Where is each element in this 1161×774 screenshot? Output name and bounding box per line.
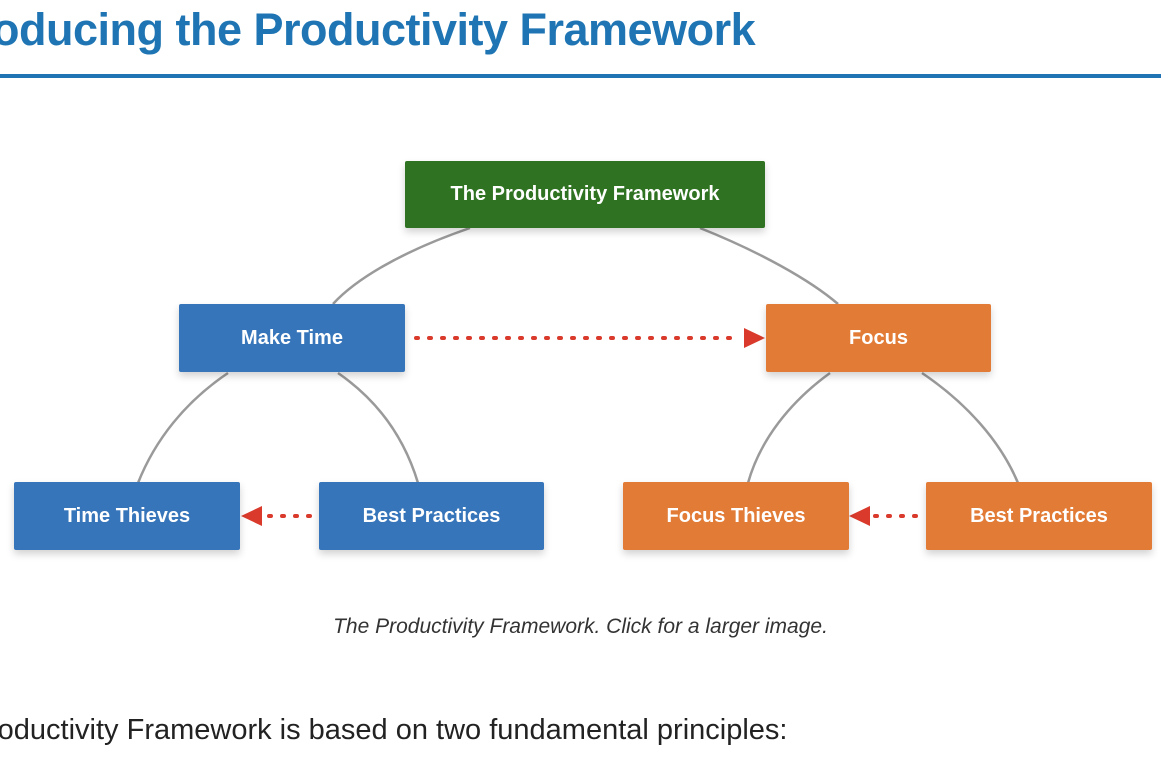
node-best-practices-right: Best Practices bbox=[926, 482, 1152, 550]
diagram-caption: The Productivity Framework. Click for a … bbox=[333, 615, 828, 638]
connector-left-best-practices bbox=[337, 371, 420, 484]
arrowhead-time-thieves bbox=[241, 506, 262, 526]
diagram-connectors bbox=[136, 226, 1020, 526]
arrowhead-focus-thieves bbox=[849, 506, 870, 526]
connector-left-time-thieves bbox=[136, 371, 229, 484]
connector-root-left bbox=[332, 226, 471, 305]
connector-right-best-practices bbox=[921, 371, 1020, 484]
node-focus-thieves: Focus Thieves bbox=[623, 482, 849, 550]
node-focus: Focus bbox=[766, 304, 991, 372]
intro-paragraph: roductivity Framework is based on two fu… bbox=[0, 714, 788, 746]
node-make-time: Make Time bbox=[179, 304, 405, 372]
connector-root-right bbox=[699, 226, 839, 305]
node-productivity-framework: The Productivity Framework bbox=[405, 161, 765, 228]
framework-diagram[interactable]: The Productivity Framework Make Time Foc… bbox=[0, 90, 1161, 690]
arrowhead-focus bbox=[744, 328, 765, 348]
node-best-practices-left: Best Practices bbox=[319, 482, 544, 550]
heading-underline bbox=[0, 74, 1161, 78]
connector-right-focus-thieves bbox=[746, 371, 831, 484]
page-heading: oducing the Productivity Framework bbox=[0, 4, 756, 55]
node-time-thieves: Time Thieves bbox=[14, 482, 240, 550]
